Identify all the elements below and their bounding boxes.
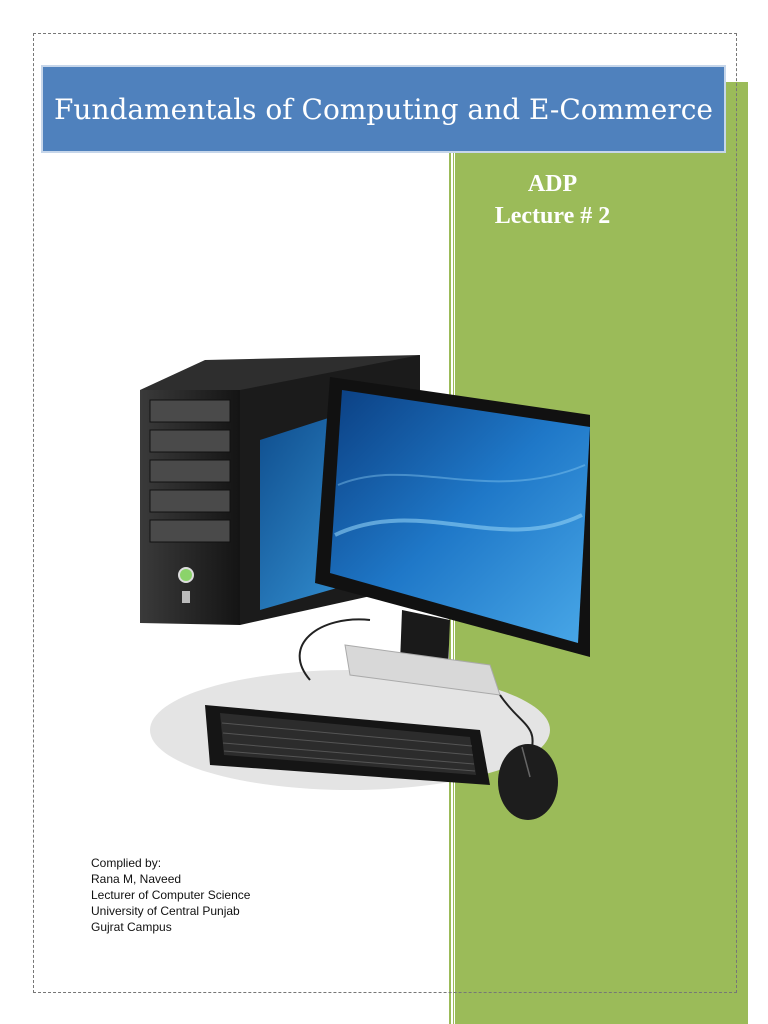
lecture-label: Lecture # 2 (494, 203, 611, 229)
program-label: ADP (527, 171, 578, 197)
mouse-button-split (521, 746, 531, 778)
power-light (178, 567, 194, 583)
mouse (498, 744, 558, 820)
front-port (182, 591, 190, 603)
keyboard-key-rows (221, 722, 476, 772)
title-bar: Fundamentals of Computing and E-Commerce (43, 67, 724, 151)
credit-line: Complied by: (91, 856, 162, 870)
monitor-screen (330, 390, 590, 643)
screen-wave (337, 464, 586, 486)
screen-wave (334, 513, 583, 537)
drive-bay (149, 429, 231, 453)
credit-line: Rana M, Naveed (91, 872, 182, 886)
drive-bay (149, 459, 231, 483)
credit-line: Gujrat Campus (91, 920, 172, 934)
document-title: Fundamentals of Computing and E-Commerce (54, 92, 713, 126)
drive-bay (149, 519, 231, 543)
drive-bay (149, 399, 231, 423)
desktop-computer-icon (140, 355, 590, 820)
credits-block: Complied by: Rana M, Naveed Lecturer of … (91, 855, 250, 935)
cable (298, 618, 371, 681)
credit-line: Lecturer of Computer Science (91, 888, 251, 902)
course-info: ADP Lecture # 2 (455, 168, 650, 232)
credit-line: University of Central Punjab (91, 904, 240, 918)
drive-bay (149, 489, 231, 513)
